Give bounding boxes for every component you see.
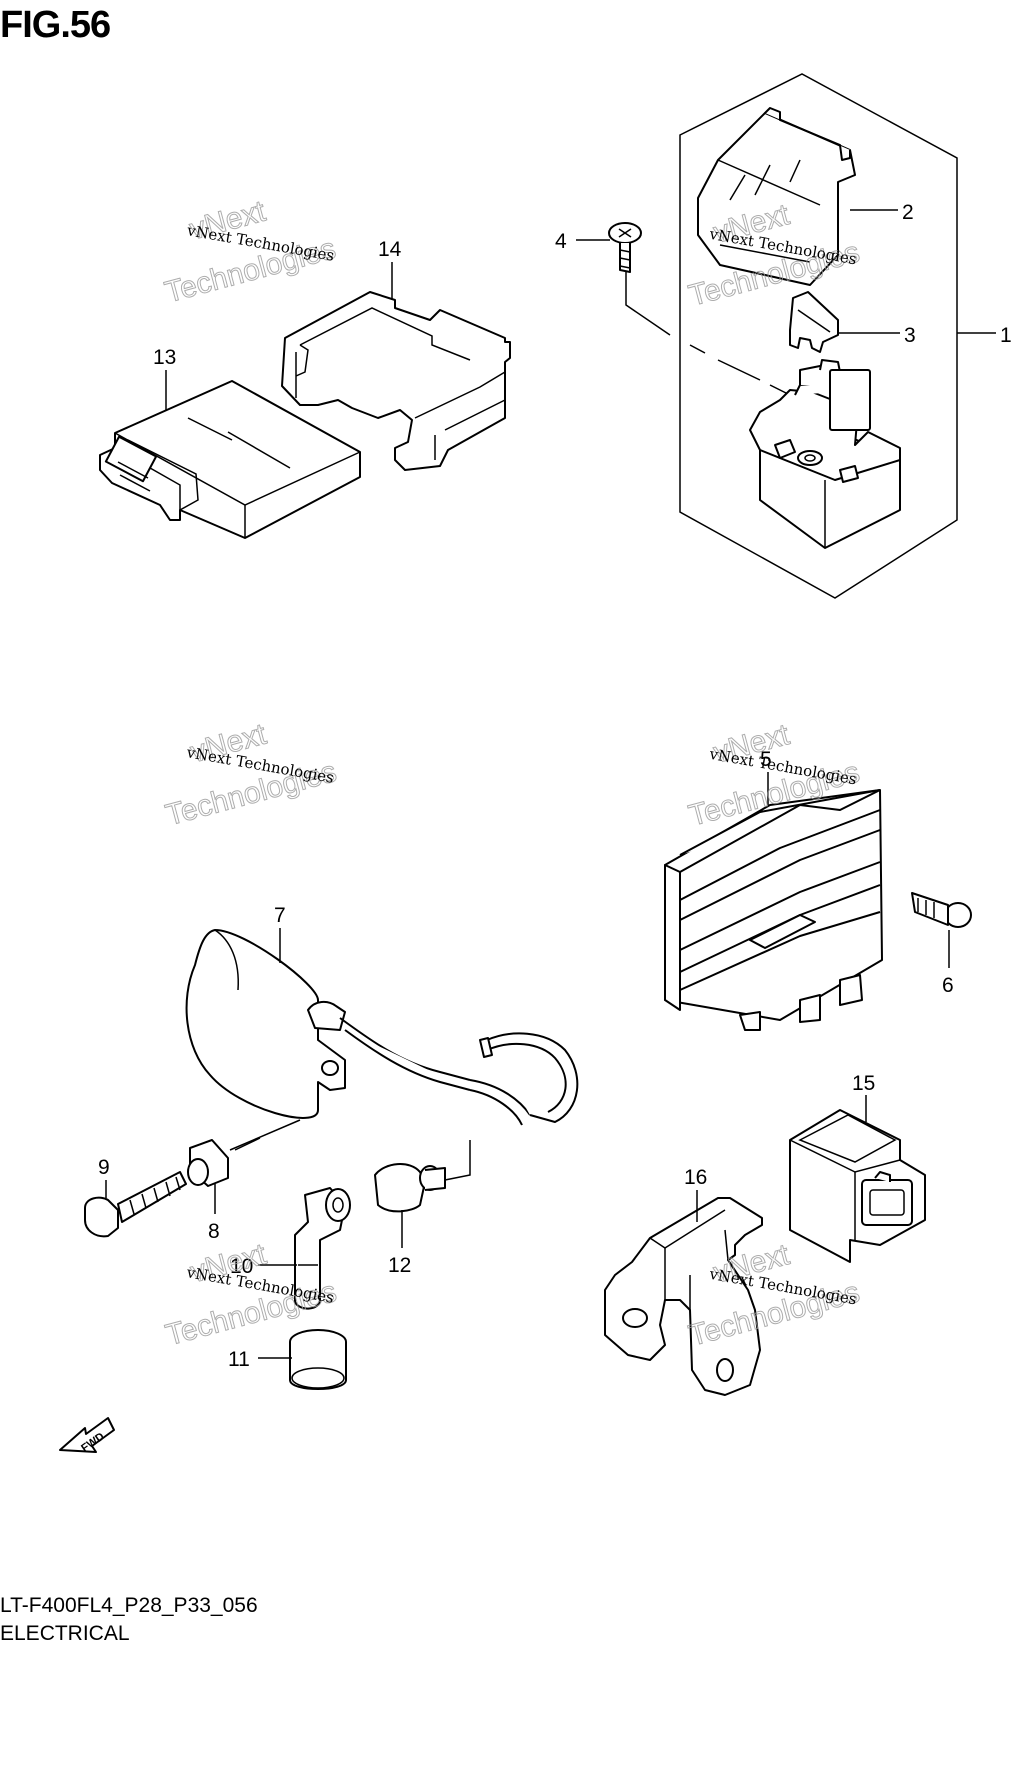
callout-3: 3 — [904, 324, 916, 347]
part-11-plug-cover[interactable] — [289, 1329, 347, 1390]
part-15-connector[interactable] — [789, 1109, 926, 1263]
callout-15: 15 — [852, 1072, 875, 1095]
part-14-ecm-cover[interactable] — [281, 291, 511, 471]
model-code: LT-F400FL4_P28_P33_056 — [0, 1594, 258, 1617]
callout-2: 2 — [902, 201, 914, 224]
part-5-regulator-rectifier[interactable] — [664, 789, 883, 1031]
part-4-screw[interactable] — [608, 222, 642, 273]
part-10-plug-cap[interactable] — [294, 1187, 351, 1310]
watermark-3: vNext Technologies vNext Technologies — [162, 717, 341, 833]
callout-12: 12 — [388, 1254, 411, 1277]
part-4-install-line-dash-2 — [717, 359, 761, 381]
callout-16: 16 — [684, 1166, 707, 1189]
figure-title: FIG.56 — [0, 4, 111, 46]
callout-8: 8 — [208, 1220, 220, 1243]
part-8-spacer[interactable] — [187, 1139, 229, 1187]
part-3-fuse[interactable] — [789, 291, 839, 353]
part-12-plug-cap[interactable] — [374, 1163, 446, 1213]
part-6-bolt[interactable] — [911, 892, 972, 928]
callout-6: 6 — [942, 974, 954, 997]
callout-4: 4 — [555, 230, 567, 253]
part-16-bracket[interactable] — [604, 1197, 763, 1396]
callout-9: 9 — [98, 1156, 110, 1179]
section-name: ELECTRICAL — [0, 1622, 130, 1645]
callout-5: 5 — [760, 748, 772, 771]
fwd-arrow-icon: FWD — [59, 1417, 115, 1455]
callout-11: 11 — [228, 1348, 250, 1371]
callout-13: 13 — [153, 346, 176, 369]
part-7-ignition-coil[interactable] — [185, 929, 579, 1126]
callout-1: 1 — [1000, 324, 1012, 347]
part-8-install-line — [234, 1137, 261, 1151]
assembly-1-outline — [679, 73, 958, 599]
callout-14: 14 — [378, 238, 402, 261]
watermark-1: vNext Technologies vNext Technologies — [161, 194, 340, 310]
part-13-ecm-unit[interactable] — [99, 380, 361, 539]
part-12-install-line — [444, 1140, 471, 1181]
callout-10: 10 — [230, 1255, 253, 1278]
part-1-starter-relay-body[interactable] — [749, 359, 901, 549]
part-9-bolt[interactable] — [84, 1171, 187, 1238]
part-2-relay-cover[interactable] — [697, 107, 856, 286]
part-7-ground-line — [229, 1119, 301, 1151]
part-4-install-line — [625, 272, 671, 336]
part-4-install-line-dash-1 — [689, 344, 706, 354]
callout-7: 7 — [274, 904, 286, 927]
